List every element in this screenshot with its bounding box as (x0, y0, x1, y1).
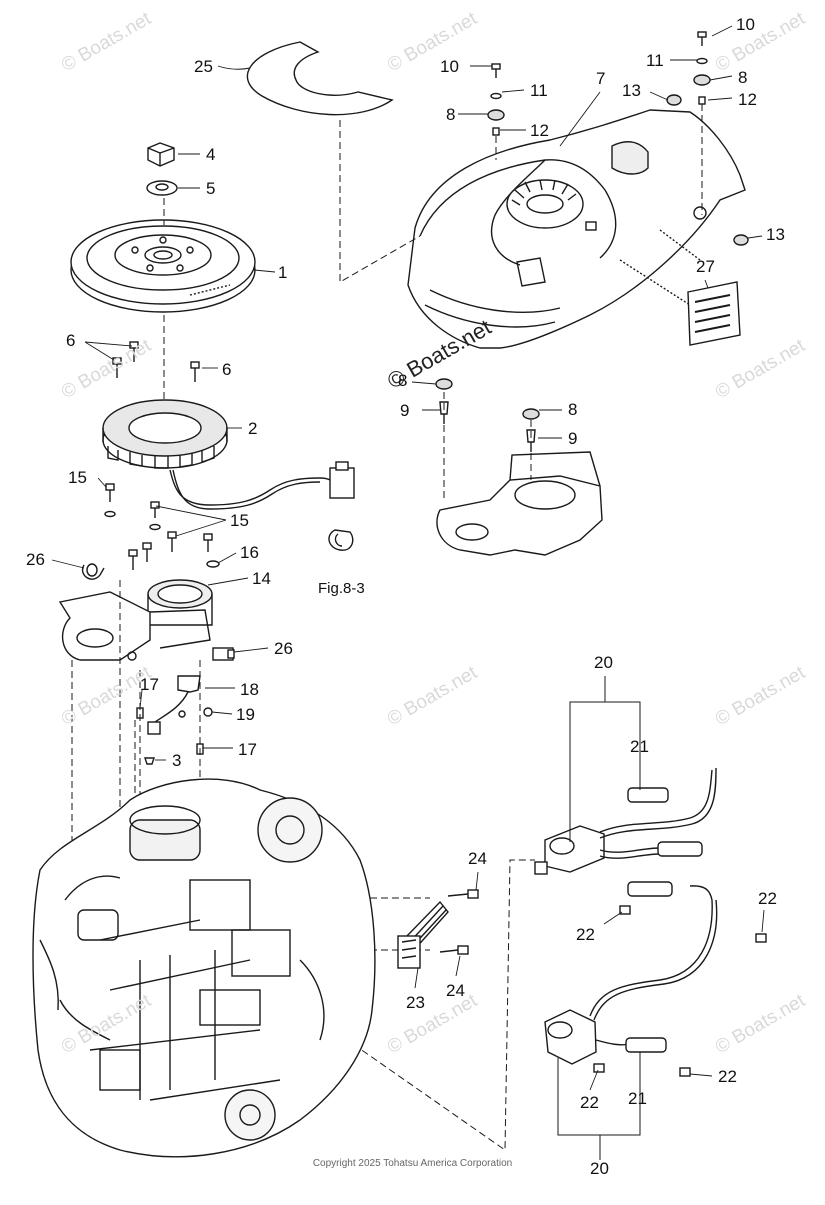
callout-26: 26 (26, 550, 45, 569)
callout-4: 4 (206, 145, 216, 164)
bolts-part-22 (593, 905, 767, 1077)
ignition-coil-upper-part-20 (534, 767, 717, 875)
callout-12: 12 (530, 121, 549, 140)
warning-label-part-27 (687, 281, 741, 346)
dowel-pins-part-17 (136, 707, 204, 755)
callout-22: 22 (580, 1093, 599, 1112)
flywheel-part-1 (70, 219, 256, 313)
callout-22: 22 (576, 925, 595, 944)
callout-25: 25 (194, 57, 213, 76)
bolts-part-24 (439, 889, 479, 955)
callout-8: 8 (446, 105, 456, 124)
copyright-notice: Copyright 2025 Tohatsu America Corporati… (312, 1158, 513, 1169)
callout-21: 21 (630, 737, 649, 756)
callout-6: 6 (222, 360, 232, 379)
callout-9: 9 (568, 429, 578, 448)
callout-2: 2 (248, 419, 258, 438)
flywheel-nut-part-4 (147, 142, 175, 167)
callout-13: 13 (622, 81, 641, 100)
callout-24: 24 (468, 849, 487, 868)
callout-17: 17 (140, 675, 159, 694)
group-brackets-part-20 (557, 676, 641, 1160)
callout-11: 11 (530, 81, 548, 100)
stator-bracket-part-14 (58, 579, 213, 661)
sensor-part-18 (147, 675, 213, 735)
callout-20: 20 (590, 1159, 609, 1178)
stator-bolts-part-6 (112, 341, 200, 382)
callout-8: 8 (738, 68, 748, 87)
callout-21: 21 (628, 1089, 647, 1108)
callout-10: 10 (440, 57, 459, 76)
callout-1: 1 (278, 263, 288, 282)
cover-fasteners-top (487, 31, 749, 246)
wire-shield-part-23 (397, 900, 449, 969)
callout-10: 10 (736, 15, 755, 34)
callout-8: 8 (568, 400, 578, 419)
callout-27: 27 (696, 257, 715, 276)
flywheel-cover-part-7 (407, 109, 746, 349)
callout-11: 11 (646, 51, 664, 70)
callout-leaders (51, 25, 765, 1091)
cover-fasteners-bottom (435, 378, 540, 452)
cover-support-bracket (436, 451, 603, 556)
callout-18: 18 (240, 680, 259, 699)
engine-block (32, 778, 376, 1158)
callout-12: 12 (738, 90, 757, 109)
stator-part-2 (102, 399, 228, 469)
callout-9: 9 (400, 401, 410, 420)
callout-5: 5 (206, 179, 216, 198)
callout-14: 14 (252, 569, 271, 588)
callout-17: 17 (238, 740, 257, 759)
bolts-part-15 (104, 483, 220, 570)
wire-clip-fig-8-3 (328, 529, 354, 551)
flywheel-washer-part-5 (146, 180, 178, 196)
callout-7: 7 (596, 69, 606, 88)
callout-26: 26 (274, 639, 293, 658)
callout-22: 22 (718, 1067, 737, 1086)
stator-wire-harness (169, 461, 355, 510)
callout-6: 6 (66, 331, 76, 350)
callout-20: 20 (594, 653, 613, 672)
callout-15: 15 (230, 511, 249, 530)
callout-16: 16 (240, 543, 259, 562)
callout-24: 24 (446, 981, 465, 1000)
callout-22: 22 (758, 889, 777, 908)
figure-reference: Fig.8-3 (318, 580, 365, 597)
woodruff-key-part-3 (144, 757, 155, 765)
callout-15: 15 (68, 468, 87, 487)
callout-23: 23 (406, 993, 425, 1012)
callout-3: 3 (172, 751, 182, 770)
callout-13: 13 (766, 225, 785, 244)
ignition-coil-lower-part-20 (544, 881, 718, 1065)
callout-8: 8 (398, 371, 408, 390)
cover-sheet-part-25 (246, 41, 394, 116)
callout-19: 19 (236, 705, 255, 724)
